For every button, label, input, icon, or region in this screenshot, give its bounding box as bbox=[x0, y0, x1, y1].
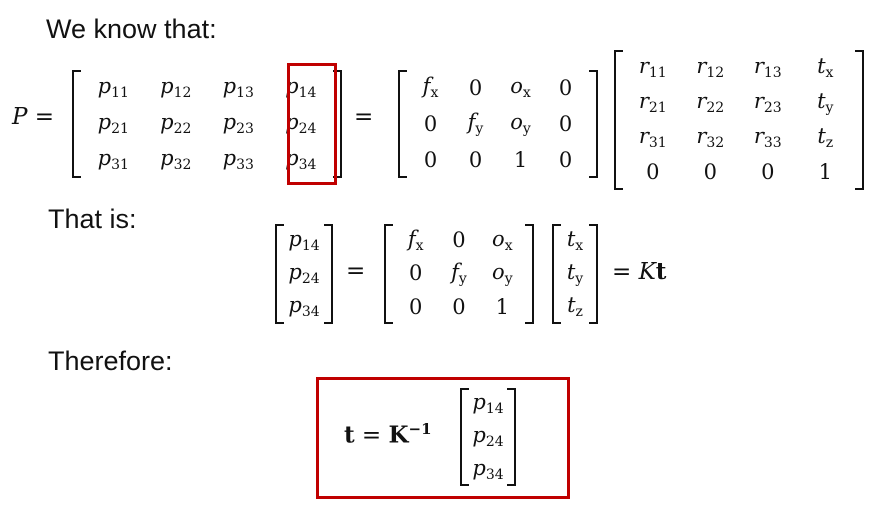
heading-we-know-that: We know that: bbox=[46, 14, 217, 44]
mK2-cell: 0 bbox=[452, 294, 466, 319]
mP-cell: p32 bbox=[160, 146, 192, 173]
mRT-cell: 1 bbox=[818, 160, 832, 184]
mP-cell: p22 bbox=[160, 110, 192, 137]
vector-p-column: p14 p24 p34 bbox=[275, 224, 333, 324]
matrix-extrinsic-4x4: r11 r12 r13 tx r21 r22 r23 ty r31 r32 r33 tz 0 0 0 1 bbox=[614, 50, 864, 190]
result-lhs: t = K−1 bbox=[344, 420, 432, 449]
mRT-cell: tz bbox=[817, 123, 834, 151]
mP-cell: p11 bbox=[97, 74, 129, 101]
mK2-cell: 1 bbox=[495, 294, 509, 319]
result-box bbox=[316, 377, 570, 499]
mT-cell: tz bbox=[567, 293, 583, 321]
mPc2-cell: p34 bbox=[472, 455, 504, 483]
mK1-cell: fx bbox=[422, 74, 439, 101]
mT-cell: ty bbox=[566, 259, 584, 287]
highlight-last-column bbox=[287, 63, 337, 185]
mK1-cell: 0 bbox=[468, 75, 483, 100]
mRT-cell: ty bbox=[817, 88, 834, 116]
mP-cell: p31 bbox=[97, 146, 129, 173]
mRT-cell: r22 bbox=[696, 88, 725, 116]
mK2-cell: 0 bbox=[408, 261, 423, 286]
mPc2-cell: p24 bbox=[472, 422, 504, 450]
mK1-cell: oy bbox=[510, 110, 531, 137]
eq1-lhs: P = bbox=[12, 104, 55, 130]
mRT-cell: r21 bbox=[638, 88, 667, 116]
mK2-cell: fy bbox=[451, 259, 467, 287]
mPc-cell: p34 bbox=[288, 293, 320, 321]
mRT-cell: 0 bbox=[646, 160, 660, 184]
mP-cell: p21 bbox=[97, 110, 129, 137]
mP-cell: p12 bbox=[160, 74, 192, 101]
mK1-cell: fy bbox=[467, 110, 484, 137]
eq2-rhs: = Kt bbox=[612, 258, 667, 285]
mT-cell: tx bbox=[566, 226, 584, 254]
mK2-cell: 0 bbox=[452, 228, 466, 253]
mK1-cell: 1 bbox=[513, 147, 528, 172]
mRT-cell: r11 bbox=[638, 53, 667, 81]
mRT-cell: r32 bbox=[696, 123, 725, 151]
mP-cell: p23 bbox=[222, 110, 254, 137]
mRT-cell: tx bbox=[817, 53, 834, 81]
mPc2-cell: p14 bbox=[472, 390, 504, 418]
mK1-cell: 0 bbox=[423, 147, 438, 172]
eq1-equals: = bbox=[354, 104, 374, 130]
heading-therefore: Therefore: bbox=[48, 346, 173, 376]
mPc-cell: p24 bbox=[288, 259, 320, 287]
mK2-cell: 0 bbox=[408, 294, 423, 319]
mK1-cell: 0 bbox=[558, 111, 573, 136]
mRT-cell: r33 bbox=[753, 123, 782, 151]
mK2-cell: oy bbox=[492, 259, 513, 287]
mK1-cell: 0 bbox=[558, 75, 573, 100]
mRT-cell: r12 bbox=[696, 53, 725, 81]
mRT-cell: 0 bbox=[703, 160, 717, 184]
mP-cell: p33 bbox=[222, 146, 254, 173]
mK1-cell: ox bbox=[510, 74, 531, 101]
mK1-cell: 0 bbox=[423, 111, 438, 136]
eq2-equals: = bbox=[346, 258, 366, 284]
mK1-cell: 0 bbox=[558, 147, 573, 172]
mK1-cell: 0 bbox=[468, 147, 483, 172]
mRT-cell: r23 bbox=[753, 88, 782, 116]
heading-that-is: That is: bbox=[48, 204, 137, 234]
vector-p-column-result: p14 p24 p34 bbox=[460, 388, 516, 486]
mK2-cell: ox bbox=[492, 226, 513, 254]
mPc-cell: p14 bbox=[288, 226, 320, 254]
mRT-cell: 0 bbox=[761, 160, 775, 184]
mRT-cell: r13 bbox=[753, 53, 782, 81]
mRT-cell: r31 bbox=[638, 123, 667, 151]
vector-t: tx ty tz bbox=[552, 224, 598, 324]
mP-cell: p13 bbox=[222, 74, 254, 101]
mK2-cell: fx bbox=[407, 226, 424, 254]
